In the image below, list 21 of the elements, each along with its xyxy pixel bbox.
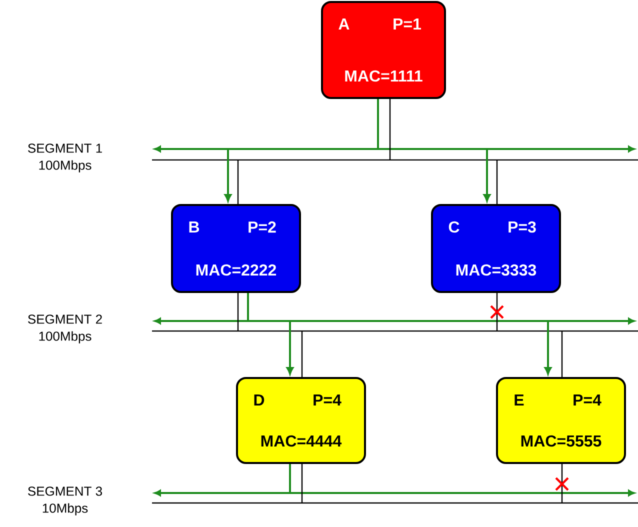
link-line — [237, 293, 239, 332]
link-line — [561, 464, 563, 504]
switch-box: A P=1 MAC=1111 — [321, 1, 446, 99]
link-line — [496, 293, 498, 332]
segment-line: SEGMENT 3 10Mbps — [28, 486, 638, 516]
frame-arrow — [483, 148, 491, 202]
frame-arrow — [286, 320, 294, 375]
link-line — [301, 331, 303, 377]
switch-box: D P=4 MAC=4444 — [236, 377, 366, 464]
switch-box: C P=3 MAC=3333 — [431, 204, 561, 293]
link-line — [561, 331, 563, 377]
segment-line: SEGMENT 1 100Mbps — [28, 144, 638, 172]
switch-box: E P=4 MAC=5555 — [496, 377, 626, 464]
frame-arrow — [544, 320, 552, 375]
link-line — [237, 160, 239, 204]
link-line — [389, 99, 391, 160]
link-line — [496, 160, 498, 204]
link-line — [301, 464, 303, 504]
switch-box: B P=2 MAC=2222 — [171, 204, 301, 293]
frame-arrow — [224, 148, 232, 202]
segment-line: SEGMENT 2 100Mbps — [28, 314, 638, 344]
